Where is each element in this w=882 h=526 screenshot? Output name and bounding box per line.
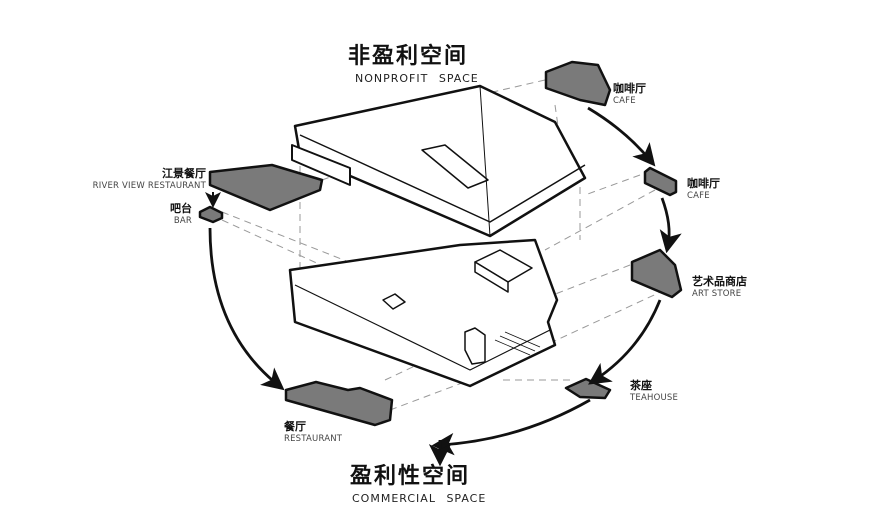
- teahouse-block: [564, 377, 612, 400]
- art-store-zh: 艺术品商店: [692, 275, 747, 288]
- art-store-block: [630, 248, 683, 299]
- cafe-upper-block: [544, 60, 612, 107]
- label-cafe-lower: 咖啡厅 CAFE: [687, 175, 720, 201]
- label-river-view-restaurant: 江景餐厅 RIVER VIEW RESTAURANT: [93, 165, 206, 191]
- bar-zh: 吧台: [170, 202, 192, 215]
- nonprofit-building: [291, 84, 587, 238]
- nonprofit-title-zh: 非盈利空间: [348, 44, 469, 69]
- nonprofit-title-en: NONPROFIT SPACE: [355, 72, 479, 85]
- cafe-lower-block: [643, 166, 678, 197]
- river-view-restaurant-en: RIVER VIEW RESTAURANT: [92, 181, 206, 191]
- cafe-lower-zh: 咖啡厅: [687, 177, 720, 190]
- restaurant-block: [284, 380, 394, 427]
- bar-en: BAR: [173, 216, 192, 226]
- river-view-restaurant-zh: 江景餐厅: [162, 167, 206, 180]
- art-store-en: ART STORE: [692, 289, 742, 299]
- cafe-upper-en: CAFE: [613, 96, 636, 106]
- circulation-arrows: [205, 106, 682, 467]
- restaurant-zh: 餐厅: [284, 420, 306, 433]
- commercial-title-zh: 盈利性空间: [350, 464, 471, 489]
- commercial-building: [288, 238, 559, 388]
- label-art-store: 艺术品商店 ART STORE: [692, 273, 747, 299]
- label-cafe-upper: 咖啡厅 CAFE: [613, 80, 646, 106]
- cafe-lower-en: CAFE: [687, 191, 710, 201]
- cafe-upper-zh: 咖啡厅: [613, 82, 646, 95]
- bar-block: [198, 205, 224, 224]
- teahouse-en: TEAHOUSE: [630, 393, 679, 403]
- teahouse-zh: 茶座: [630, 379, 652, 392]
- label-bar: 吧台 BAR: [170, 200, 192, 226]
- restaurant-en: RESTAURANT: [284, 434, 343, 444]
- label-teahouse: 茶座 TEAHOUSE: [630, 377, 678, 403]
- label-restaurant: 餐厅 RESTAURANT: [284, 418, 342, 444]
- commercial-title-en: COMMERCIAL SPACE: [352, 492, 487, 505]
- river-view-restaurant-block: [208, 163, 324, 212]
